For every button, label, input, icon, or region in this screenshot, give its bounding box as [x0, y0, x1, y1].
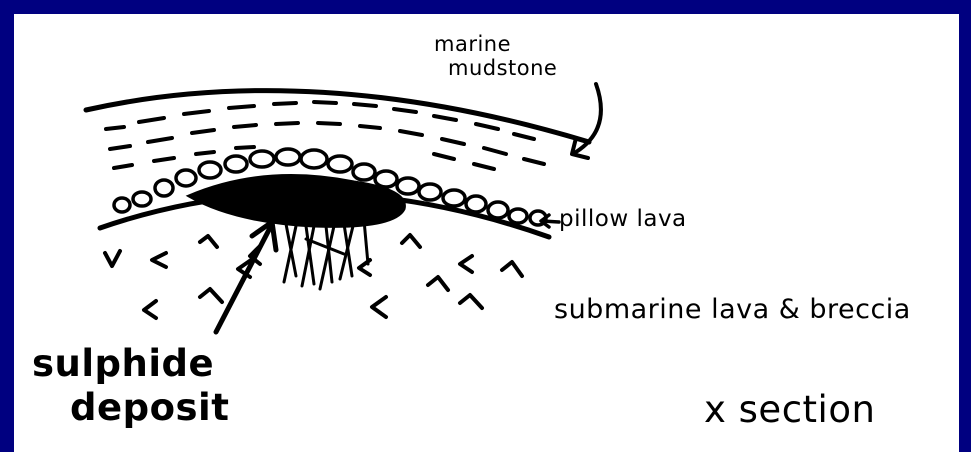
label-deposit: deposit	[70, 386, 229, 429]
label-marine: marine	[434, 32, 511, 56]
stringer-veins	[284, 220, 368, 289]
diagram-canvas: marine mudstone pillow lava submarine la…	[14, 14, 959, 452]
label-mudstone: mudstone	[448, 56, 557, 80]
mudstone-arrow	[572, 84, 601, 158]
pillow-lava-arrow	[541, 215, 559, 227]
sulphide-arrow	[216, 222, 276, 332]
label-x-section: x section	[704, 388, 875, 431]
label-sulphide: sulphide	[32, 342, 214, 385]
label-pillow-lava: pillow lava	[559, 206, 687, 232]
sulphide-deposit-lens	[189, 176, 404, 227]
label-submarine-lava-breccia: submarine lava & breccia	[554, 294, 911, 325]
